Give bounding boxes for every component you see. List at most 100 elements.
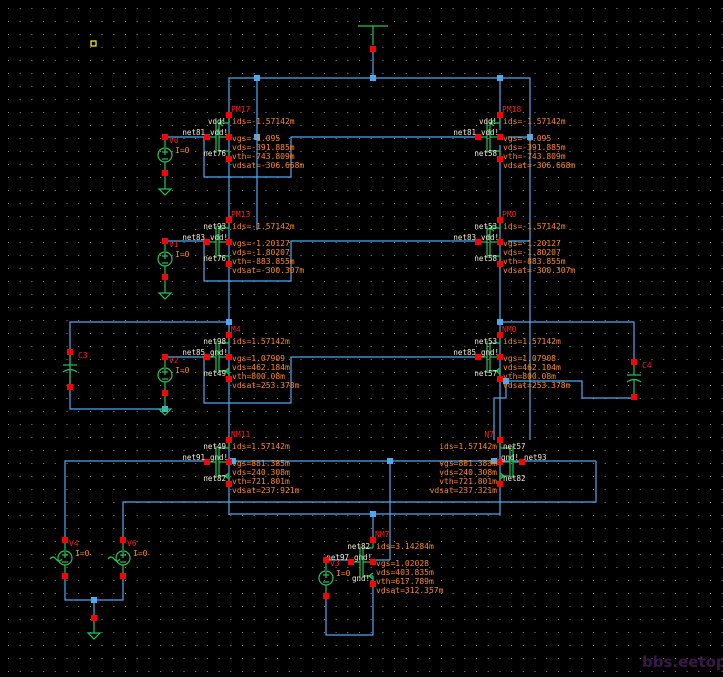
- capacitor-c3[interactable]: C3: [62, 349, 88, 390]
- wire[interactable]: [325, 578, 374, 636]
- pin[interactable]: [370, 559, 376, 565]
- wire[interactable]: [493, 381, 507, 440]
- param-vgs: vgs=-1.095: [503, 134, 551, 143]
- source-net-label: gnd!: [352, 574, 370, 583]
- pin[interactable]: [120, 573, 126, 579]
- wire[interactable]: [64, 578, 124, 601]
- pin[interactable]: [120, 537, 126, 543]
- capacitor-c4[interactable]: C4: [626, 359, 652, 400]
- vdd-supply-icon[interactable]: [358, 25, 388, 52]
- ground-icon: [157, 396, 173, 416]
- pin[interactable]: [204, 239, 210, 245]
- wire[interactable]: [203, 240, 478, 282]
- wire[interactable]: [203, 356, 478, 404]
- instance-name: PM13: [231, 210, 250, 219]
- pin[interactable]: [226, 332, 232, 338]
- pin[interactable]: [497, 332, 503, 338]
- wire[interactable]: [500, 321, 635, 360]
- param-vgs: vgs=881.383m: [439, 459, 497, 468]
- pin[interactable]: [370, 581, 376, 587]
- param-vth: vth=721.801m: [232, 477, 290, 486]
- pin[interactable]: [162, 134, 168, 140]
- pin[interactable]: [519, 459, 525, 465]
- wire[interactable]: [64, 460, 204, 540]
- pin[interactable]: [497, 217, 503, 223]
- transistor-n7[interactable]: net57net93gnd!net82N7ids=1.57142mvgs=881…: [430, 430, 547, 495]
- pin[interactable]: [226, 156, 232, 162]
- pin[interactable]: [226, 437, 232, 443]
- pin[interactable]: [497, 376, 503, 382]
- wire[interactable]: [203, 136, 478, 178]
- pin[interactable]: [226, 239, 232, 245]
- pin[interactable]: [475, 134, 481, 140]
- source-v4[interactable]: V4I=0: [49, 537, 90, 579]
- pin[interactable]: [370, 537, 376, 543]
- pin[interactable]: [497, 239, 503, 245]
- pin[interactable]: [226, 261, 232, 267]
- wire[interactable]: [506, 380, 634, 399]
- bulk-net-label: gnd!: [210, 453, 228, 462]
- source-v0[interactable]: V0I=0: [157, 134, 190, 196]
- pin[interactable]: [497, 354, 503, 360]
- pin[interactable]: [631, 394, 637, 400]
- pin[interactable]: [475, 354, 481, 360]
- pin[interactable]: [226, 481, 232, 487]
- source-v1[interactable]: V1I=0: [157, 238, 190, 300]
- pin[interactable]: [204, 354, 210, 360]
- source-v3[interactable]: V3I=0: [318, 557, 351, 599]
- pin[interactable]: [162, 390, 168, 396]
- pin[interactable]: [497, 261, 503, 267]
- pin[interactable]: [226, 376, 232, 382]
- pin[interactable]: [497, 112, 503, 118]
- pin[interactable]: [204, 134, 210, 140]
- pin[interactable]: [162, 274, 168, 280]
- source-v2[interactable]: V2I=0: [157, 354, 190, 416]
- pin[interactable]: [323, 557, 329, 563]
- pin[interactable]: [497, 481, 503, 487]
- pin[interactable]: [323, 593, 329, 599]
- pin[interactable]: [67, 349, 73, 355]
- pin[interactable]: [226, 217, 232, 223]
- pin[interactable]: [348, 559, 354, 565]
- pin[interactable]: [226, 134, 232, 140]
- pin[interactable]: [204, 459, 210, 465]
- pin[interactable]: [497, 437, 503, 443]
- source-net-label: net49: [203, 369, 226, 378]
- pin[interactable]: [162, 170, 168, 176]
- wires[interactable]: [64, 50, 635, 636]
- param-vgs: vgs=-1.20127: [503, 239, 561, 248]
- wire[interactable]: [122, 461, 597, 540]
- instance-name: NM0: [502, 325, 517, 334]
- instance-name: PM0: [502, 210, 517, 219]
- capacitors[interactable]: C3 C4: [62, 349, 652, 400]
- pin[interactable]: [162, 238, 168, 244]
- pin[interactable]: [67, 384, 73, 390]
- wire[interactable]: [69, 321, 229, 410]
- pin[interactable]: [62, 573, 68, 579]
- pin[interactable]: [497, 156, 503, 162]
- pin[interactable]: [226, 459, 232, 465]
- pin[interactable]: [226, 354, 232, 360]
- pin[interactable]: [475, 239, 481, 245]
- pin[interactable]: [497, 459, 503, 465]
- param-vdsat: vdsat=237.921m: [232, 486, 300, 495]
- pin[interactable]: [226, 112, 232, 118]
- pin[interactable]: [631, 359, 637, 365]
- pin[interactable]: [162, 354, 168, 360]
- source-v6[interactable]: V6I=0: [107, 537, 148, 579]
- pin[interactable]: [497, 134, 503, 140]
- wire[interactable]: [228, 77, 531, 440]
- pin[interactable]: [62, 537, 68, 543]
